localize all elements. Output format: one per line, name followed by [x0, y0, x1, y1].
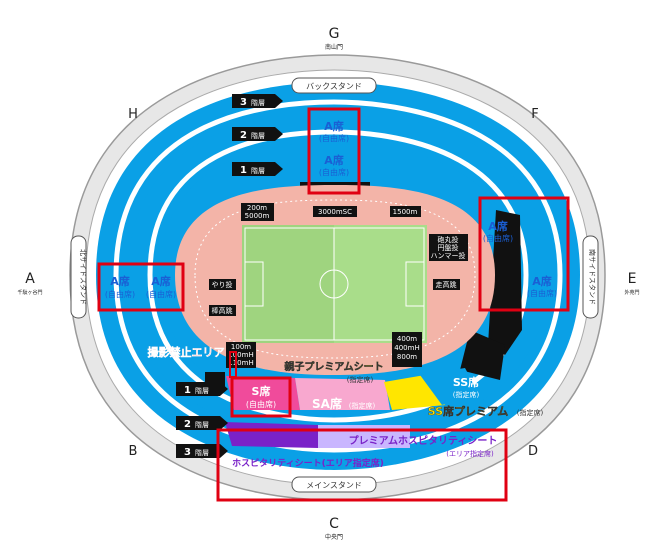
gate-g-letter: G [329, 26, 340, 42]
event-javelin: やり投 [212, 280, 233, 289]
hospitality-area-box: プレミアムホスピタリティシート (エリア指定席) ホスピタリティシート(エリア指… [216, 428, 508, 502]
event-100: 100m [231, 343, 251, 351]
ss-seat-label: SS席 [453, 375, 479, 389]
premium-hospitality-label: プレミアムホスピタリティシート [349, 434, 498, 447]
floor-tag-2f-back: 2 階層 [232, 127, 283, 141]
s-seat-type: (自由席) [246, 399, 276, 409]
gate-e-label: 外苑門 [624, 289, 639, 296]
floor-unit: 階層 [195, 420, 209, 429]
seat-class-label: A席 [110, 274, 130, 288]
seat-class-label: A席 [151, 274, 171, 288]
seat-class-label: A席 [488, 219, 508, 233]
gate-a: A 千駄ヶ谷門 [17, 271, 42, 296]
floor-unit: 階層 [251, 98, 265, 107]
floor-num: 2 [184, 419, 191, 430]
floor-tag-3f-back: 3 階層 [232, 94, 283, 108]
event-pole: 棒高跳 [212, 306, 233, 315]
event-400: 400m [397, 335, 417, 343]
gate-d-letter: D [528, 444, 538, 459]
seat-type-label: (自由席) [319, 167, 349, 177]
a-seat-south-stand: A席 (自由席) A席 (自由席) [478, 196, 570, 312]
seat-class-label: A席 [324, 153, 344, 167]
stand-label-south: 南サイドスタンド [582, 235, 599, 319]
south-stand-label: 南サイドスタンド [588, 249, 597, 305]
stand-label-north: 北サイドスタンド [70, 235, 88, 319]
stand-label-back: バックスタンド [291, 77, 377, 94]
seat-type-label: (自由席) [146, 289, 176, 299]
gate-a-label: 千駄ヶ谷門 [17, 289, 42, 296]
event-1500: 1500m [393, 208, 418, 216]
floor-num: 1 [240, 165, 247, 176]
event-400h: 400mH [394, 344, 419, 352]
gate-a-letter: A [25, 271, 35, 287]
event-5000: 5000m [245, 212, 270, 220]
floor-unit: 階層 [195, 448, 209, 457]
floor-num: 1 [184, 385, 191, 396]
floor-unit: 階層 [251, 131, 265, 140]
floor-tag-1f-main: 1 階層 [176, 382, 228, 396]
event-100h: 100mH [228, 351, 253, 359]
floor-num: 2 [240, 130, 247, 141]
event-3000sc: 3000mSC [318, 208, 352, 216]
event-shot: 砲丸投 [438, 235, 459, 244]
gate-b-letter: B [129, 444, 138, 459]
floor-tag-2f-main: 2 階層 [176, 416, 228, 430]
stand-label-main: メインスタンド [291, 476, 377, 493]
gate-h-letter: H [128, 107, 138, 122]
back-stand-label: バックスタンド [306, 82, 362, 91]
main-stand-label: メインスタンド [306, 481, 362, 490]
event-110h: 110mH [228, 359, 253, 367]
a-seat-back-stand: A席 (自由席) A席 (自由席) [307, 107, 361, 195]
a-seat-north-stand: A席 (自由席) A席 (自由席) [97, 262, 185, 312]
gate-e-letter: E [628, 271, 637, 287]
seat-type-label: (自由席) [105, 289, 135, 299]
gate-c-letter: C [329, 516, 339, 532]
seat-type-label: (自由席) [483, 233, 513, 243]
no-photo-area-label: 撮影禁止エリア [148, 345, 225, 359]
seat-type-label: (自由席) [319, 133, 349, 143]
s-seat-label: S席 [252, 384, 271, 398]
event-hammer: ハンマー投 [431, 251, 466, 260]
seat-type-label: (自由席) [527, 288, 557, 298]
hospitality-label: ホスピタリティシート(エリア指定席) [232, 457, 384, 469]
gate-e: E 外苑門 [624, 271, 639, 296]
sa-seat-note: (指定席) [349, 401, 376, 410]
gate-c: C 中央門 [325, 516, 343, 541]
north-stand-label: 北サイドスタンド [79, 249, 88, 305]
ss-premium-label: SS席プレミアム [428, 404, 509, 418]
event-800: 800m [397, 353, 417, 361]
gate-c-label: 中央門 [325, 533, 343, 541]
event-discus: 円盤投 [438, 243, 459, 252]
floor-tag-3f-main: 3 階層 [176, 444, 228, 458]
ss-seat-note: (指定席) [453, 390, 480, 399]
family-premium-label: 親子プレミアムシート [284, 360, 383, 373]
premium-hospitality-note: (エリア指定席) [446, 449, 494, 458]
floor-num: 3 [240, 97, 247, 108]
family-premium-note: (指定席) [347, 375, 374, 384]
gate-g-label: 南山門 [325, 43, 343, 51]
floor-tag-1f-back: 1 階層 [232, 162, 283, 176]
gate-f-letter: F [531, 107, 538, 122]
football-pitch [242, 225, 427, 343]
seat-class-label: A席 [532, 274, 552, 288]
event-200: 200m [247, 204, 267, 212]
seat-class-label: A席 [324, 119, 344, 133]
s-seat-box: S席 (自由席) [230, 376, 292, 418]
floor-num: 3 [184, 447, 191, 458]
event-labels: 200m 5000m 3000mSC 1500m 砲丸投 円盤投 ハンマー投 や… [209, 203, 468, 368]
event-hj: 走高跳 [436, 280, 457, 289]
floor-unit: 階層 [195, 386, 209, 395]
floor-unit: 階層 [251, 166, 265, 175]
ss-premium-note: (指定席) [517, 408, 544, 417]
sa-seat-label: SA席 [312, 396, 342, 411]
main-stand-sections [225, 368, 480, 448]
gate-g: G 南山門 [325, 26, 343, 51]
